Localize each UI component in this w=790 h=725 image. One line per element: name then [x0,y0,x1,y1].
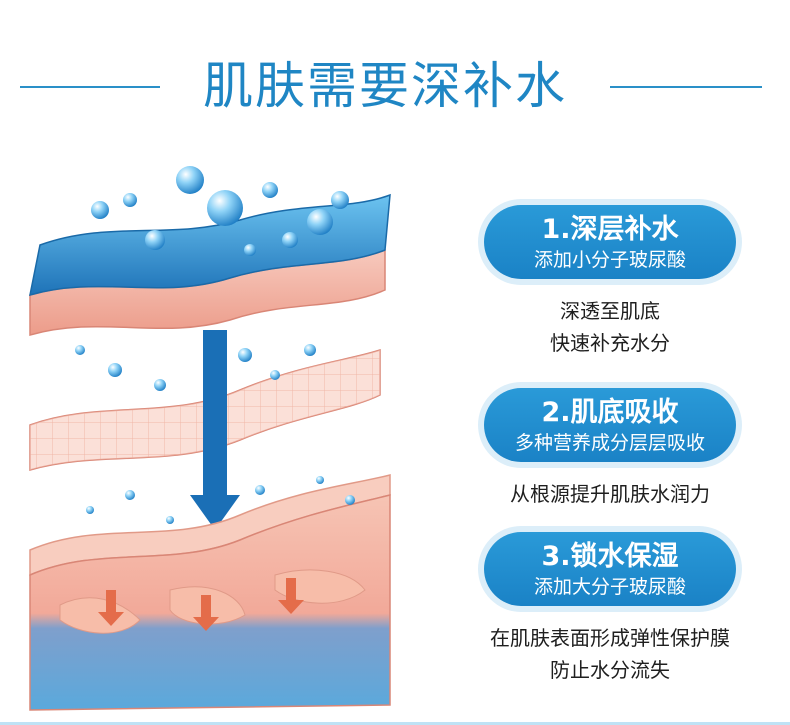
step-subtitle: 添加大分子玻尿酸 [533,576,686,598]
step-description-line: 深透至肌底 [560,299,660,323]
down-arrow-icon [193,595,219,631]
step-description: 深透至肌底 快速补充水分 [440,295,780,359]
step-description-line: 从根源提升肌肤水润力 [510,482,710,506]
step-pill-2: 2.肌底吸收 多种营养成分层层吸收 [484,388,736,462]
title-rule-left [20,86,160,88]
step-title: 1.深层补水 [541,214,679,245]
step-card-1: 1.深层补水 添加小分子玻尿酸 深透至肌底 快速补充水分 [440,205,780,359]
page-title: 肌肤需要深补水 [203,57,567,115]
down-arrow-icon [98,590,124,626]
water-droplet-icon [75,166,355,524]
step-description-line: 在肌肤表面形成弹性保护膜 [490,626,730,650]
step-title: 3.锁水保湿 [541,541,679,572]
bottom-divider [0,722,790,725]
skin-layers-illustration [29,166,391,711]
step-pill-3: 3.锁水保湿 添加大分子玻尿酸 [484,532,736,606]
step-card-3: 3.锁水保湿 添加大分子玻尿酸 在肌肤表面形成弹性保护膜 防止水分流失 [440,532,780,686]
step-pill-1: 1.深层补水 添加小分子玻尿酸 [484,205,736,279]
header: 肌肤需要深补水 [0,50,790,130]
step-description: 在肌肤表面形成弹性保护膜 防止水分流失 [440,622,780,686]
title-rule-right [610,86,762,88]
step-description-line: 快速补充水分 [550,331,670,355]
step-card-2: 2.肌底吸收 多种营养成分层层吸收 从根源提升肌肤水润力 [440,388,780,510]
absorption-arrow-shaft [203,330,227,500]
step-subtitle: 添加小分子玻尿酸 [533,249,686,271]
step-subtitle: 多种营养成分层层吸收 [514,432,705,454]
down-arrow-icon [190,495,240,530]
step-description-line: 防止水分流失 [550,658,670,682]
down-arrow-icon [278,578,304,614]
hydration-water-layer [29,193,391,297]
step-title: 2.肌底吸收 [541,397,679,428]
step-description: 从根源提升肌肤水润力 [440,478,780,510]
